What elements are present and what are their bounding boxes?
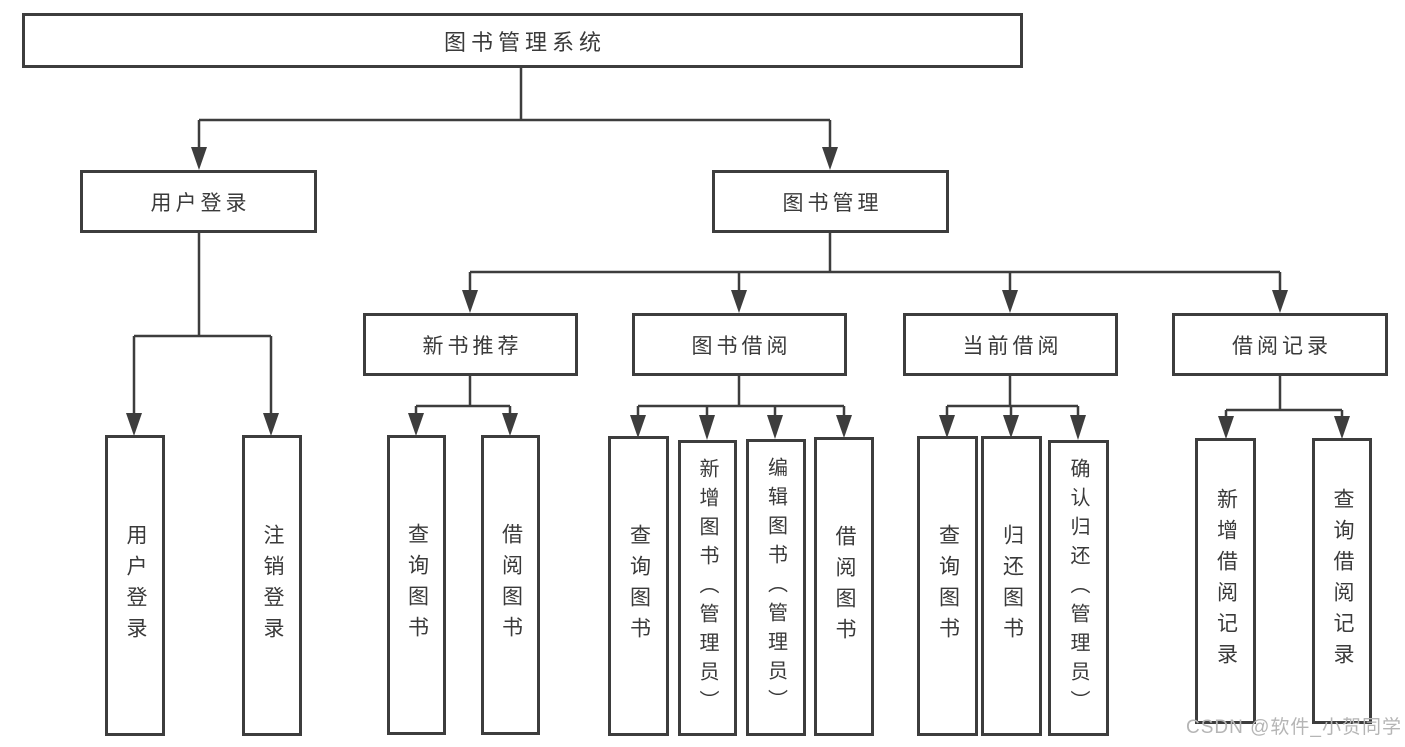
leaf-br-query-record: 查询借阅记录	[1312, 438, 1372, 724]
leaf-br-query-record-label: 查询借阅记录	[1331, 488, 1354, 674]
node-current-borrowing-label: 当前借阅	[962, 334, 1063, 358]
leaf-cb-confirm-return-admin-label: 确认归还（管理员）	[1067, 457, 1089, 719]
node-user-login: 用户登录	[80, 170, 317, 233]
leaf-bb-query-books-label: 查询图书	[627, 524, 651, 648]
leaf-logout: 注销登录	[242, 435, 302, 736]
leaf-user-login-label: 用户登录	[124, 523, 147, 648]
leaf-logout-label: 注销登录	[261, 523, 284, 648]
leaf-cb-query-books: 查询图书	[917, 436, 978, 736]
node-borrow-records: 借阅记录	[1172, 313, 1388, 376]
leaf-br-add-record-label: 新增借阅记录	[1214, 488, 1238, 674]
leaf-bb-edit-books-admin-label: 编辑图书（管理员）	[764, 457, 787, 718]
leaf-bb-borrow-books-label: 借阅图书	[833, 524, 856, 649]
node-user-login-label: 用户登录	[150, 191, 251, 215]
csdn-watermark: CSDN @软件_小贺同学	[1186, 717, 1402, 738]
leaf-cb-return-books: 归还图书	[981, 436, 1042, 736]
leaf-bb-edit-books-admin: 编辑图书（管理员）	[746, 439, 806, 736]
node-book-management: 图书管理	[712, 170, 949, 233]
node-book-borrowing: 图书借阅	[632, 313, 847, 376]
connector-lines	[132, 68, 1344, 420]
node-borrow-records-label: 借阅记录	[1232, 334, 1332, 358]
node-library-system: 图书管理系统	[22, 13, 1023, 68]
leaf-cb-return-books-label: 归还图书	[1000, 524, 1024, 648]
leaf-nb-query-books: 查询图书	[387, 435, 446, 735]
node-new-book-recommend-label: 新书推荐	[422, 334, 523, 358]
node-library-system-label: 图书管理系统	[443, 29, 606, 55]
leaf-nb-borrow-books-label: 借阅图书	[499, 523, 523, 647]
node-new-book-recommend: 新书推荐	[363, 313, 578, 376]
leaf-bb-query-books: 查询图书	[608, 436, 669, 736]
leaf-bb-borrow-books: 借阅图书	[814, 437, 874, 736]
connector-arrowheads	[126, 147, 1350, 440]
leaf-bb-add-books-admin: 新增图书（管理员）	[678, 440, 737, 736]
leaf-nb-query-books-label: 查询图书	[405, 523, 429, 647]
node-book-borrowing-label: 图书借阅	[691, 334, 792, 358]
leaf-user-login: 用户登录	[105, 435, 165, 736]
leaf-cb-query-books-label: 查询图书	[936, 524, 960, 648]
leaf-bb-add-books-admin-label: 新增图书（管理员）	[696, 457, 718, 719]
leaf-cb-confirm-return-admin: 确认归还（管理员）	[1048, 440, 1109, 736]
node-current-borrowing: 当前借阅	[903, 313, 1118, 376]
leaf-br-add-record: 新增借阅记录	[1195, 438, 1256, 724]
leaf-nb-borrow-books: 借阅图书	[481, 435, 540, 735]
node-book-management-label: 图书管理	[782, 191, 883, 215]
